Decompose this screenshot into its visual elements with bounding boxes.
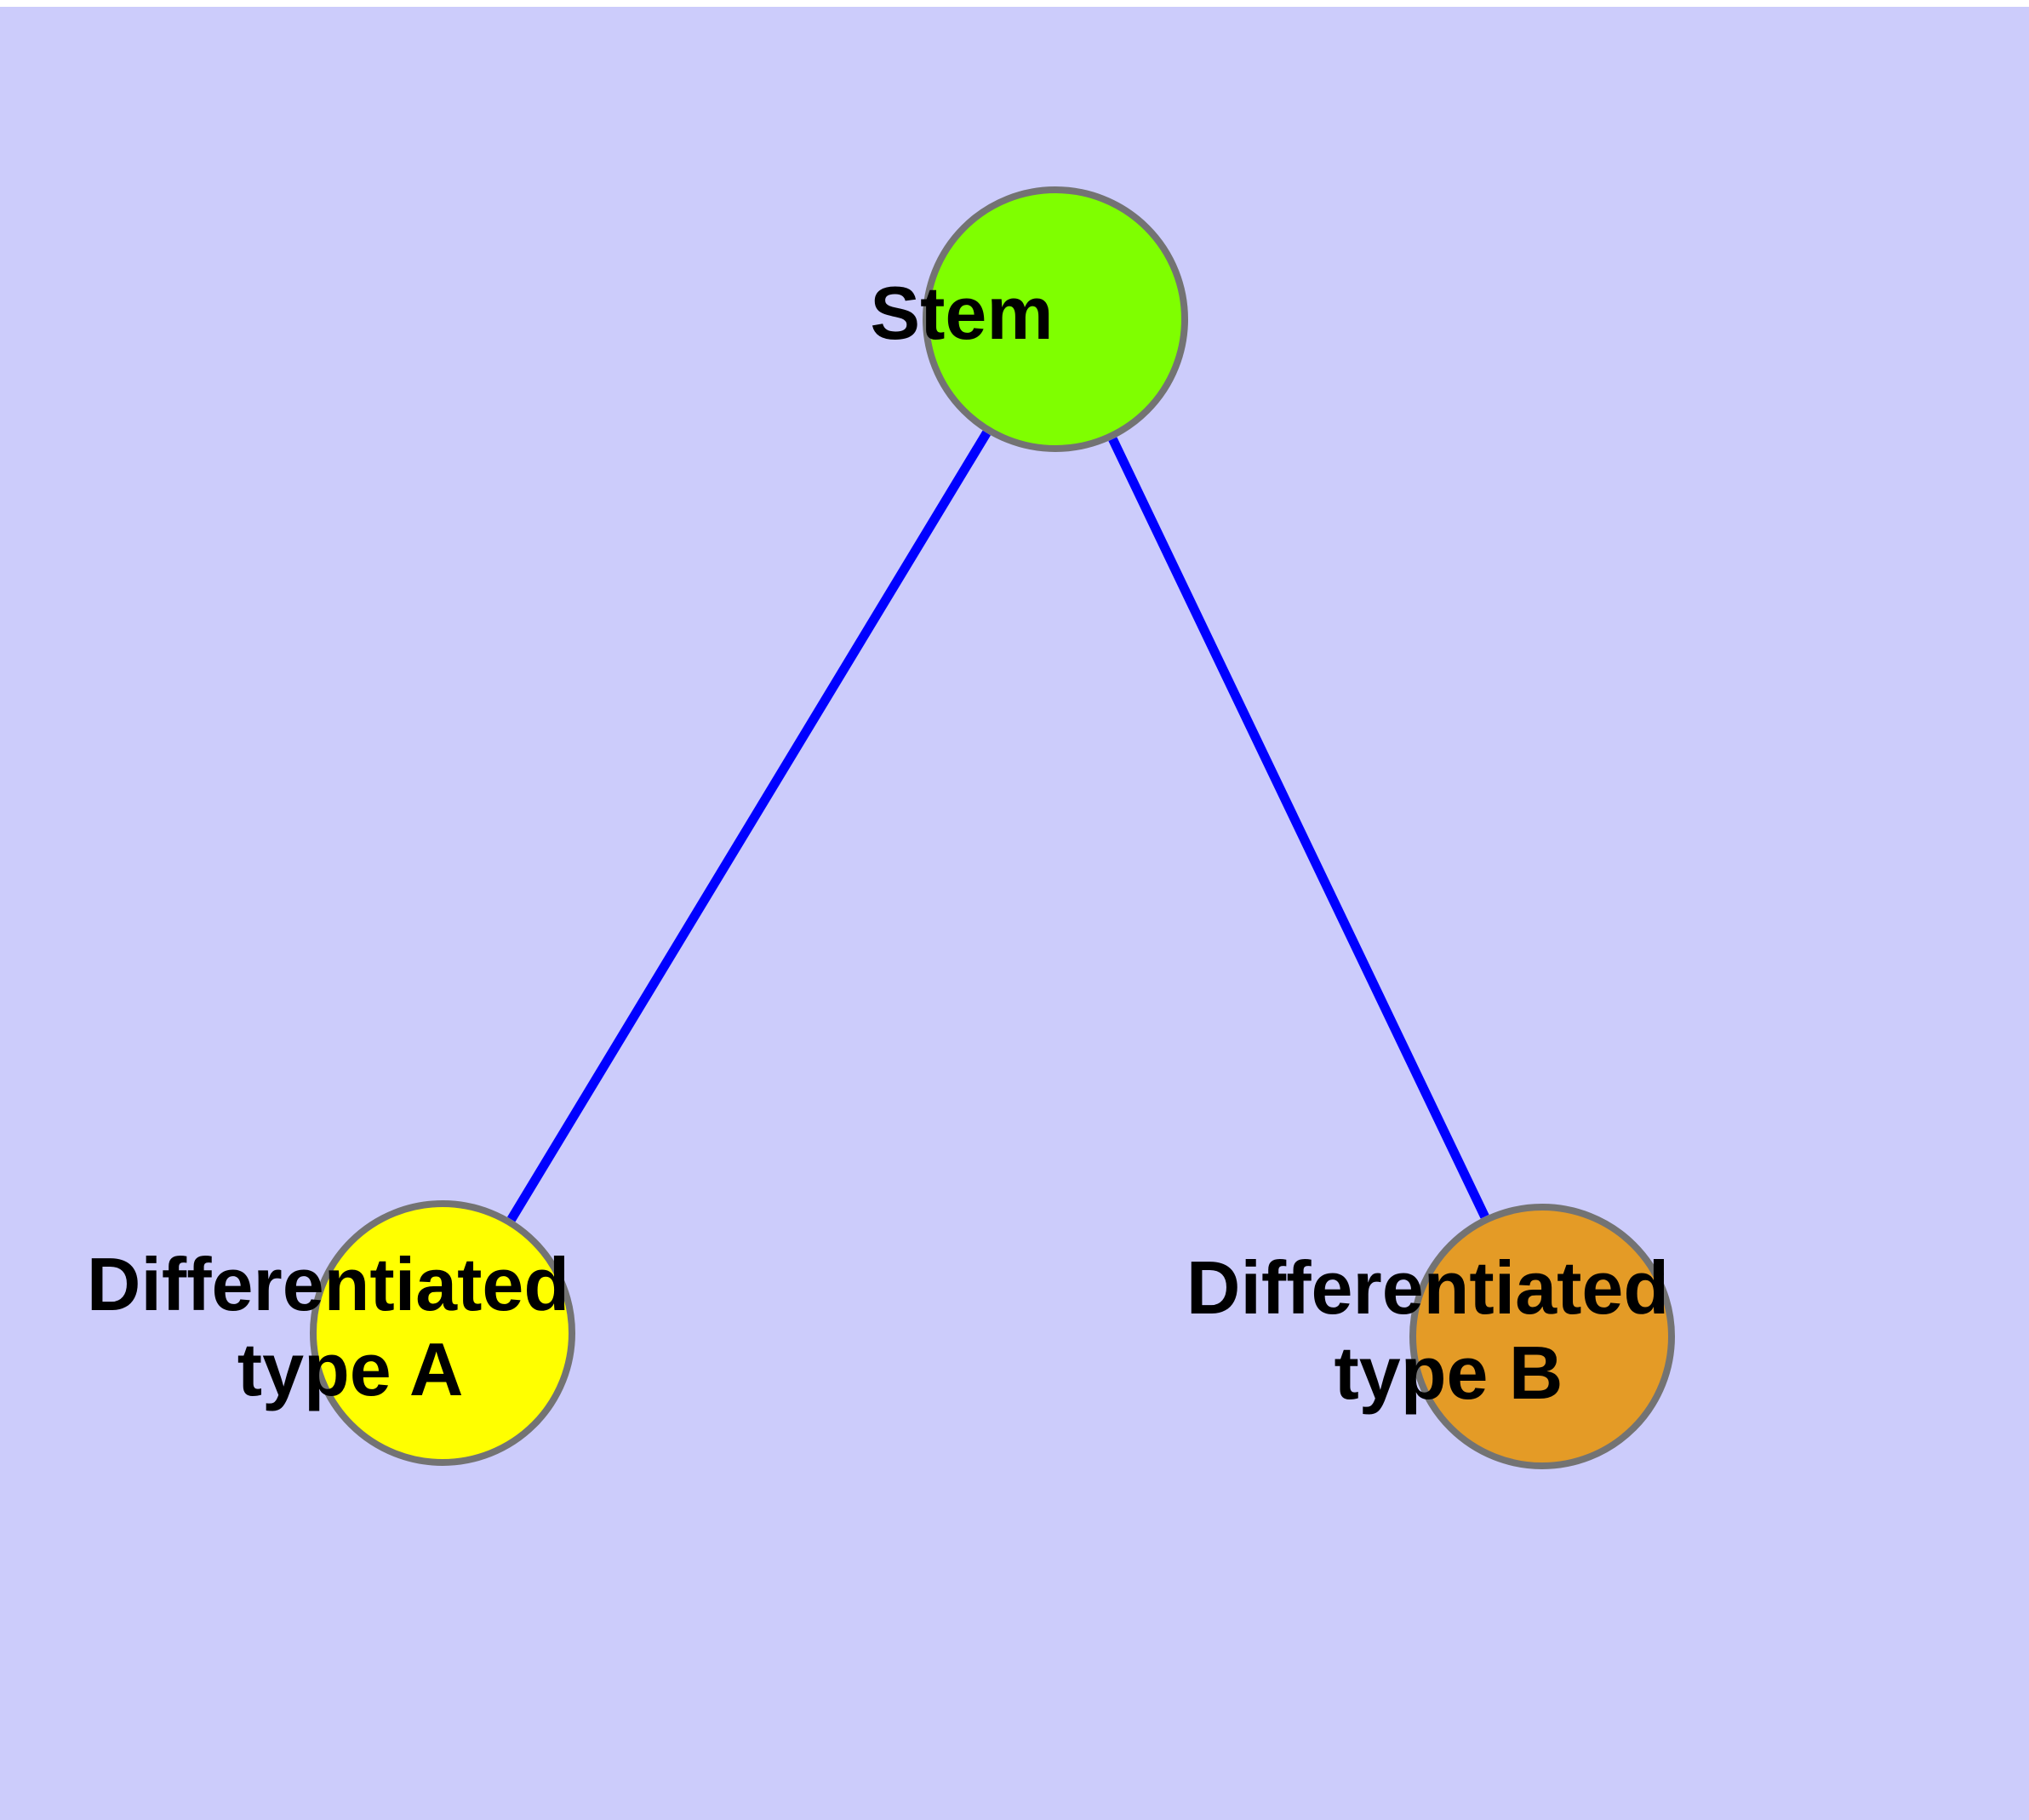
- node-stem-label: Stem: [870, 0, 1240, 355]
- node-diff-b-label-line-2: type B: [1335, 1331, 1563, 1415]
- edge-stem-to-diff-b[interactable]: [1108, 437, 1489, 1219]
- node-stem-circle[interactable]: [923, 186, 1188, 452]
- node-diff-b-circle[interactable]: [1409, 1204, 1675, 1469]
- node-diff-b[interactable]: Differentiated type B: [1186, 0, 1898, 1469]
- node-layer: Stem Differentiated type A Differentiate…: [87, 0, 1898, 1469]
- node-stem[interactable]: Stem: [870, 0, 1240, 452]
- node-diff-a[interactable]: Differentiated type A: [87, 0, 798, 1466]
- node-diff-a-label-line-2: type A: [237, 1327, 462, 1411]
- edge-stem-to-diff-a[interactable]: [506, 430, 992, 1222]
- node-diff-a-label-line-1: Differentiated: [87, 1242, 569, 1326]
- edge-layer: [506, 430, 1489, 1222]
- node-diff-a-circle[interactable]: [310, 1200, 575, 1466]
- node-diff-b-label: Differentiated type B: [1186, 0, 1898, 1415]
- node-diff-a-label: Differentiated type A: [87, 0, 798, 1411]
- node-stem-label-line-1: Stem: [870, 271, 1053, 355]
- node-diff-b-label-line-1: Differentiated: [1186, 1245, 1669, 1330]
